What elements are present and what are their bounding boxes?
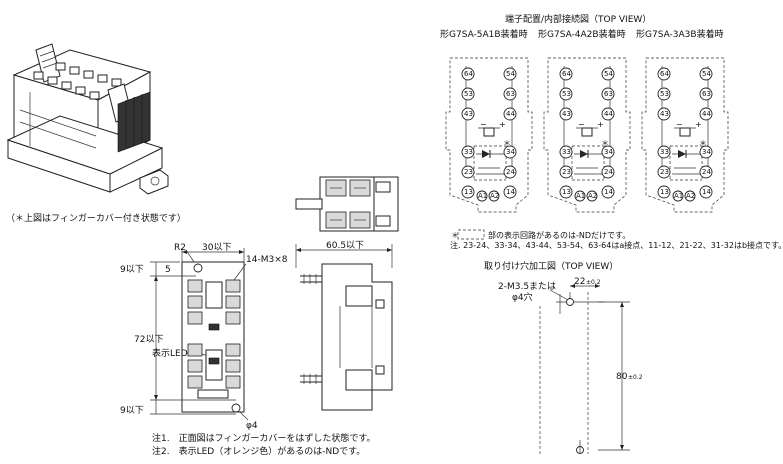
terminal-label: 23	[562, 168, 571, 176]
minus-mark: −	[676, 120, 683, 129]
terminal-label: 23	[464, 168, 473, 176]
terminal-label: 63	[702, 90, 711, 98]
terminal-label: A1	[674, 192, 683, 200]
terminal-label: 33	[562, 148, 571, 156]
plus-mark: +	[597, 120, 604, 129]
star-mark: ＊	[503, 139, 511, 148]
side-screws-top	[300, 274, 322, 284]
width-value: 22	[574, 277, 585, 287]
finger-cover-slots	[33, 62, 122, 100]
r2-label: R2	[174, 243, 186, 253]
terminal-label: 63	[604, 90, 613, 98]
star-mark: ＊	[699, 139, 707, 148]
led-label: 表示LED	[152, 347, 188, 359]
terminal-label: 43	[660, 110, 669, 118]
mount-hole-top	[566, 298, 574, 306]
header-4a2b: 形G7SA-4A2B装着時	[538, 28, 626, 40]
top-width-label: 30以下	[202, 243, 231, 253]
terminal-label: 43	[562, 110, 571, 118]
height-value: 80	[616, 372, 628, 382]
terminal-label: 43	[464, 110, 473, 118]
terminal-label: 44	[604, 110, 613, 118]
terminal-label: 34	[604, 148, 613, 156]
top-view-small	[295, 176, 399, 232]
nine-top-label: 9以下	[120, 265, 144, 275]
terminal-diagram-4a2b: − + ＊ 64 53 43 33 23 13 54 63 44 34 24 1…	[543, 57, 631, 213]
terminal-label: 53	[562, 90, 571, 98]
terminal-label: 14	[506, 188, 515, 196]
terminal-label: A2	[490, 192, 499, 200]
terminal-label: A2	[686, 192, 695, 200]
hole-label: φ4	[246, 421, 258, 431]
depth-label: 60.5以下	[326, 241, 364, 251]
minus-mark: −	[578, 120, 585, 129]
footnote-1: 部の表示回路があるのは-NDだけです。	[488, 230, 630, 240]
terminal-label: 53	[464, 90, 473, 98]
note-2: 注2. 表示LED（オレンジ色）があるのは-NDです。	[152, 445, 365, 457]
five-label: 5	[165, 265, 171, 275]
plus-mark: +	[695, 120, 702, 129]
terminal-label: 33	[464, 148, 473, 156]
mounting-title: 取り付け穴加工図（TOP VIEW）	[484, 260, 618, 272]
terminal-label: 44	[702, 110, 711, 118]
height-label: 72以下	[134, 335, 163, 345]
mounting-diagram: 22 ±0.2 80 ±0.2 2-M3.5または φ4穴	[498, 277, 643, 454]
terminal-label: 24	[702, 168, 711, 176]
nine-bottom-label: 9以下	[120, 406, 144, 416]
terminal-label: 34	[702, 148, 711, 156]
terminal-title: 端子配置/内部接続図（TOP VIEW）	[505, 13, 651, 25]
star-mark: ＊	[601, 139, 609, 148]
terminal-label: 54	[506, 70, 515, 78]
terminal-label: 53	[660, 90, 669, 98]
terminal-label: 34	[506, 148, 515, 156]
terminal-label: A1	[478, 192, 487, 200]
footnote-marker-box	[457, 229, 485, 240]
terminal-label: 54	[604, 70, 613, 78]
note-1: 注1. 正面図はフィンガーカバーをはずした状態です。	[152, 432, 376, 444]
front-view: R2 30以下 14-M3×8 9以下 5 72以下 表示LED 9以下 φ4	[120, 243, 288, 431]
terminal-label: 14	[702, 188, 711, 196]
header-3a3b: 形G7SA-3A3B装着時	[636, 28, 724, 40]
hole-spec-1: 2-M3.5または	[498, 281, 556, 292]
terminal-label: 63	[506, 90, 515, 98]
terminal-label: 33	[660, 148, 669, 156]
side-screws-bottom	[300, 374, 322, 384]
terminal-label: 13	[464, 188, 473, 196]
terminal-label: 14	[604, 188, 613, 196]
terminal-label: 13	[660, 188, 669, 196]
terminal-label: A2	[588, 192, 597, 200]
perspective-view	[6, 43, 169, 195]
terminal-label: 54	[702, 70, 711, 78]
terminal-label: 13	[562, 188, 571, 196]
hole-spec-2: φ4穴	[512, 291, 533, 303]
terminal-label: 44	[506, 110, 515, 118]
footnote-star: ＊	[451, 231, 459, 240]
perspective-caption: （＊上図はフィンガーカバー付き状態です）	[6, 212, 186, 224]
front-terminals	[187, 279, 241, 399]
terminal-label: 64	[464, 70, 473, 78]
terminal-label: 64	[660, 70, 669, 78]
terminal-label: 24	[604, 168, 613, 176]
screws-label: 14-M3×8	[246, 255, 288, 265]
terminal-diagram-3a3b: − + ＊ 64 53 43 33 23 13 54 63 44 34 24 1…	[641, 57, 729, 213]
width-tol: ±0.2	[586, 279, 601, 286]
terminal-label: 24	[506, 168, 515, 176]
terminal-label: 23	[660, 168, 669, 176]
side-view: 60.5以下	[295, 241, 393, 411]
footnote-2: 注. 23-24、33-34、43-44、53-54、63-64はa接点、11-…	[450, 240, 783, 250]
header-5a1b: 形G7SA-5A1B装着時	[440, 28, 528, 40]
plus-mark: +	[499, 120, 506, 129]
height-tol: ±0.2	[628, 374, 643, 381]
terminal-diagram-5a1b: − + ＊ 64 53 43 33 23 13 54 63 44 34 24 1…	[445, 57, 533, 213]
minus-mark: −	[480, 120, 487, 129]
terminal-label: A1	[576, 192, 585, 200]
terminal-label: 64	[562, 70, 571, 78]
